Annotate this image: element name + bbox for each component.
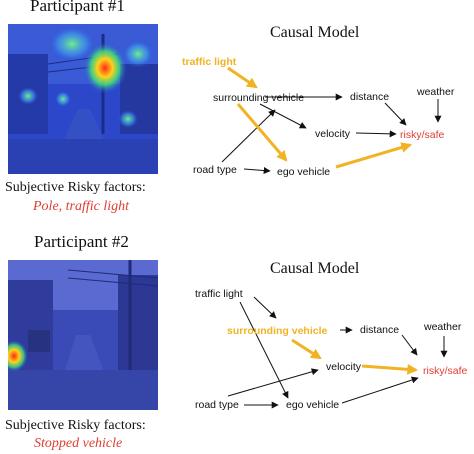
edge-m1-trafficlight-ego [236,103,288,162]
participant-1-factors-value: Pole, traffic light [33,199,130,214]
node-m1-velocity: velocity [315,128,351,140]
edge-m1-roadtype-velocity [221,109,276,163]
participant-1-factors-label: Subjective Risky factors: [5,180,146,195]
causal-model-2-title: Causal Model [270,260,360,277]
node-m2-weather: weather [423,321,462,333]
edge-m2-trafficlight-surrounding [253,296,277,319]
edge-m1-trafficlight-surrounding [227,66,258,89]
edge-m2-trafficlight-ego [239,301,289,399]
node-m2-velocity: velocity [326,361,362,373]
node-m2-ego-vehicle: ego vehicle [286,399,339,411]
node-m1-road-type: road type [193,164,237,176]
node-m2-surrounding-vehicle: surrounding vehicle [227,325,328,337]
participant-2-title: Participant #2 [34,232,129,251]
node-m1-traffic-light: traffic light [182,56,237,68]
participant-1-heatmap-image [8,24,158,174]
edge-m1-surrounding-velocity [259,103,307,129]
node-m1-risky-safe: risky/safe [400,129,445,141]
node-m2-distance: distance [360,324,399,336]
node-m2-road-type: road type [195,399,239,411]
edge-m2-distance-risky [401,334,418,356]
participant-2-factors-label: Subjective Risky factors: [5,418,146,433]
participant-1-title: Participant #1 [30,0,125,15]
causal-model-1-title: Causal Model [270,24,360,41]
node-m2-risky-safe: risky/safe [423,365,468,377]
edge-m2-velocity-risky [361,363,419,375]
edge-m2-roadtype-velocity [227,368,319,397]
node-m2-traffic-light: traffic light [195,288,243,300]
edge-m1-velocity-risky [355,130,397,138]
causal-model-1: Causal Model traffic light surrounding v… [182,24,455,178]
causal-model-2: Causal Model traffic light surrounding v… [195,260,468,411]
participant-2-heatmap-image [8,260,158,410]
edge-m1-roadtype-ego [243,167,271,175]
node-m1-weather: weather [416,86,455,98]
node-m1-distance: distance [350,91,389,103]
edge-m1-distance-risky [384,102,407,126]
participant-2-factors-value: Stopped vehicle [34,436,123,451]
node-m1-surrounding-vehicle: surrounding vehicle [213,92,304,104]
edge-m2-ego-risky [341,376,419,404]
edge-m2-surrounding-velocity [291,338,322,360]
edge-m1-ego-risky [335,142,413,169]
node-m1-ego-vehicle: ego vehicle [277,166,330,178]
